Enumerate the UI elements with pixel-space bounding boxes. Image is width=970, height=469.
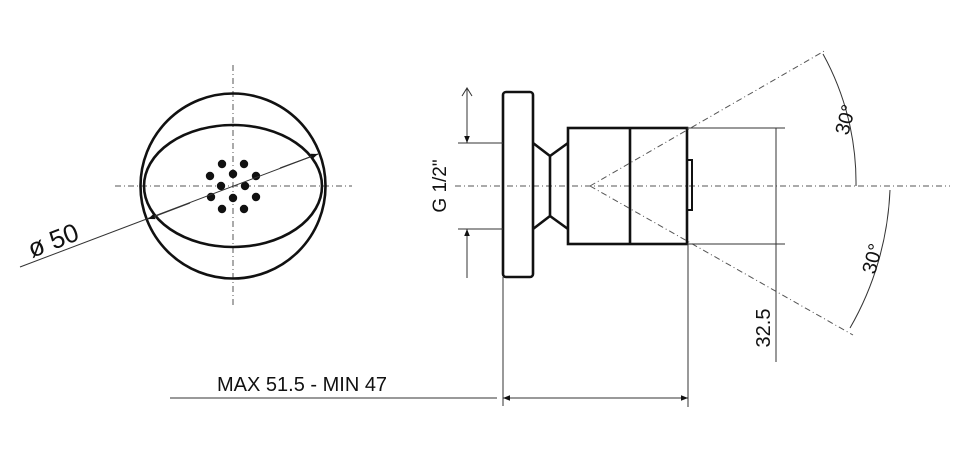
diameter-arrow-left bbox=[147, 202, 191, 220]
angle-label-lower: 30° bbox=[859, 241, 888, 276]
inner-ellipse bbox=[142, 123, 324, 249]
neck-left bbox=[532, 141, 552, 231]
angle-arc-upper bbox=[822, 53, 857, 187]
spray-cone-upper bbox=[589, 49, 827, 187]
nozzle-dot bbox=[216, 181, 226, 191]
nozzle-dot bbox=[217, 204, 227, 214]
neck-top bbox=[549, 141, 569, 158]
side-view: 30° 30° G 1/2" 32.5 MAX 51.5 - MIN 47 bbox=[170, 49, 950, 407]
nozzle-dot bbox=[228, 193, 238, 203]
nozzle-dot bbox=[217, 159, 227, 169]
nozzle-dot bbox=[240, 181, 250, 191]
offset-label: 32.5 bbox=[753, 309, 775, 348]
nozzle-dot bbox=[239, 204, 249, 214]
nozzle-dot bbox=[205, 171, 215, 181]
neck-bottom bbox=[549, 214, 569, 231]
nozzle-dot bbox=[239, 159, 249, 169]
nozzle-dot bbox=[251, 192, 261, 202]
front-view: ø 50 bbox=[19, 65, 352, 306]
diameter-arrow-right bbox=[279, 153, 319, 169]
angle-arc-lower bbox=[849, 189, 891, 329]
wall-flange bbox=[501, 90, 535, 279]
spray-cone-lower bbox=[589, 185, 854, 336]
outer-circle bbox=[139, 92, 327, 280]
angle-label-upper: 30° bbox=[832, 102, 861, 137]
thread-label: G 1/2" bbox=[430, 159, 451, 212]
spray-face bbox=[686, 159, 693, 211]
diameter-label: ø 50 bbox=[23, 217, 82, 264]
thread-tick bbox=[461, 87, 473, 97]
length-label: MAX 51.5 - MIN 47 bbox=[217, 374, 387, 396]
nozzle-dot bbox=[228, 169, 238, 179]
